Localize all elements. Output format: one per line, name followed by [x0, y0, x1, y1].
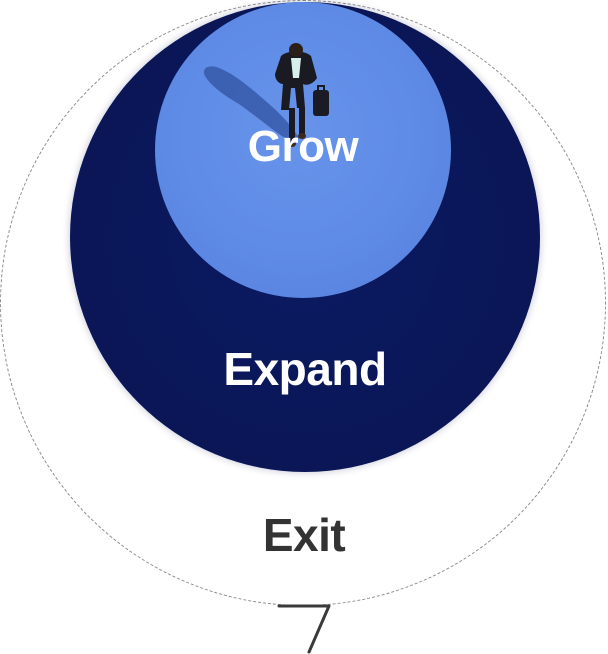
grow-circle [155, 2, 451, 298]
businessman-walking-icon [203, 43, 329, 147]
grow-label: Grow [247, 122, 359, 171]
seven-glyph-icon [277, 604, 331, 654]
exit-label: Exit [262, 509, 346, 561]
expand-label: Expand [223, 343, 387, 395]
